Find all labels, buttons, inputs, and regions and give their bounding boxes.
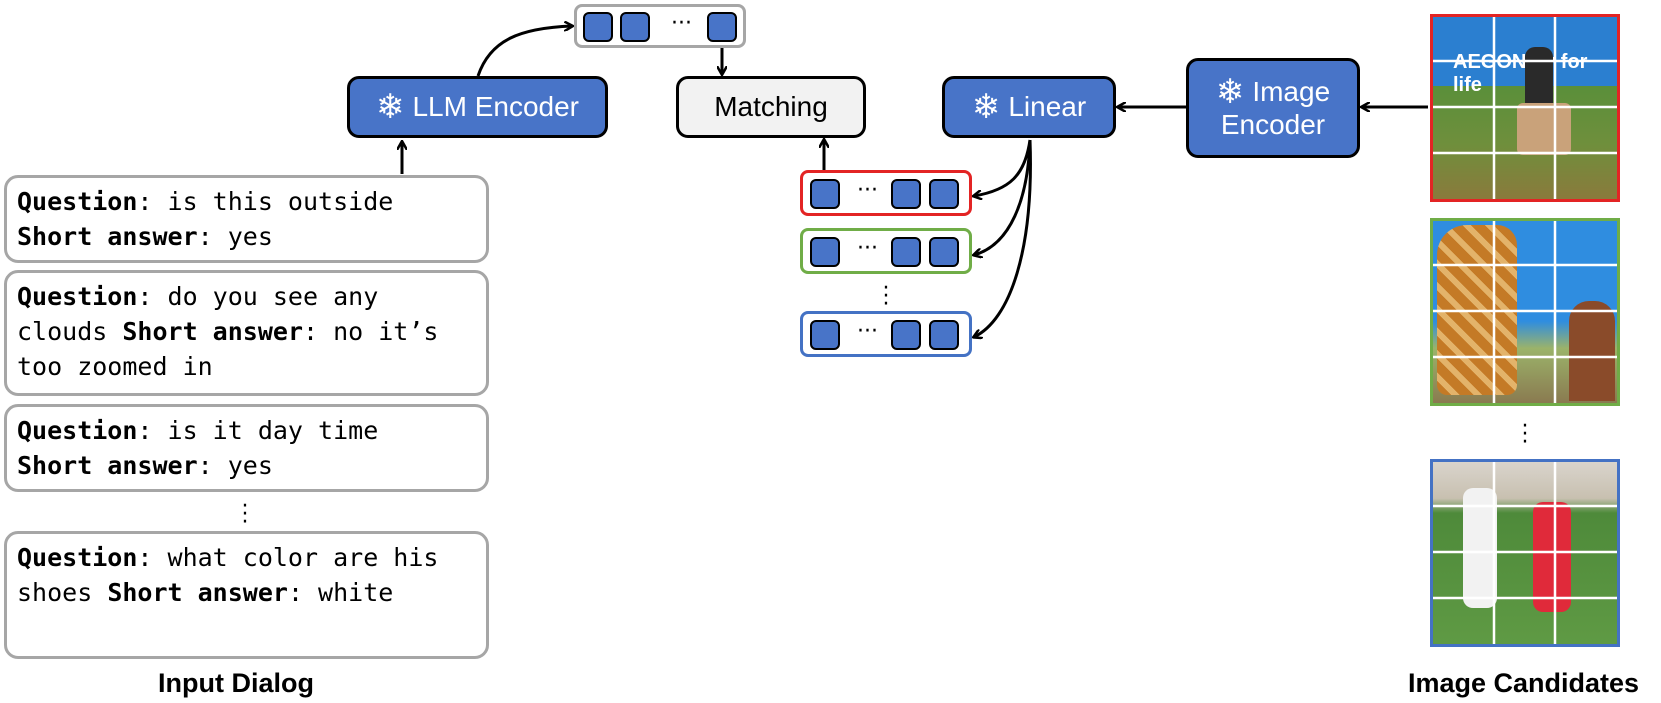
candidate-image-giraffe[interactable] bbox=[1430, 218, 1620, 406]
answer-label: Short answer bbox=[17, 222, 198, 251]
dialog-turn-2: Question: do you see any clouds Short an… bbox=[4, 270, 489, 396]
token bbox=[929, 179, 959, 209]
linear-label: Linear bbox=[1008, 91, 1087, 122]
arrow-linear-to-red-row bbox=[974, 139, 1032, 196]
matching-label: Matching bbox=[714, 91, 828, 122]
arrow-llm-to-tokens bbox=[476, 26, 572, 77]
token bbox=[891, 179, 921, 209]
question-text: : is it day time bbox=[137, 416, 379, 445]
dialog-turn-1: Question: is this outside Short answer: … bbox=[4, 175, 489, 263]
token bbox=[810, 320, 840, 350]
question-label: Question bbox=[17, 187, 138, 216]
tennis-player-legs bbox=[1517, 103, 1571, 155]
dialog-turn-3: Question: is it day time Short answer: y… bbox=[4, 404, 489, 492]
vertical-ellipsis: ··· bbox=[882, 276, 890, 317]
question-label: Question bbox=[17, 543, 138, 572]
image-encoder-block: ❄ Image Encoder bbox=[1186, 58, 1360, 158]
image-encoder-label-line1: Image bbox=[1252, 76, 1331, 107]
snowflake-icon: ❄ bbox=[375, 88, 405, 126]
llm-encoder-block: ❄ LLM Encoder bbox=[347, 76, 608, 138]
candidate-image-tennis[interactable]: AEGON dy for life bbox=[1430, 14, 1620, 202]
ellipsis: ··· bbox=[857, 178, 878, 203]
answer-label: Short answer bbox=[122, 317, 303, 346]
answer-text: : yes bbox=[197, 222, 273, 251]
ellipsis: ··· bbox=[857, 319, 878, 344]
token bbox=[620, 12, 650, 42]
arrow-linear-to-blue-row bbox=[974, 139, 1032, 337]
image-token-row-blue: ··· bbox=[800, 311, 972, 357]
matching-block: Matching bbox=[676, 76, 866, 138]
answer-label: Short answer bbox=[17, 451, 198, 480]
linear-block: ❄ Linear bbox=[942, 76, 1116, 138]
input-dialog-caption: Input Dialog bbox=[158, 668, 314, 698]
image-token-row-green: ··· bbox=[800, 228, 972, 274]
vertical-ellipsis: ··· bbox=[1521, 414, 1529, 455]
answer-text: : no it’s too zoomed in bbox=[17, 317, 439, 381]
patch-grid bbox=[1433, 221, 1617, 403]
question-text: : what color are his shoes bbox=[17, 543, 439, 607]
token bbox=[583, 12, 613, 42]
snowflake-icon: ❄ bbox=[1215, 73, 1245, 111]
snowflake-icon: ❄ bbox=[971, 88, 1001, 126]
text-token-row: ··· bbox=[574, 4, 746, 48]
vertical-ellipsis: ··· bbox=[241, 494, 249, 535]
llm-encoder-label: LLM Encoder bbox=[412, 91, 580, 122]
soccer-player-white bbox=[1463, 488, 1497, 608]
image-candidates-caption: Image Candidates bbox=[1408, 668, 1640, 698]
person-shape bbox=[1569, 301, 1615, 401]
answer-label: Short answer bbox=[107, 578, 288, 607]
token bbox=[891, 237, 921, 267]
arrow-linear-to-green-row bbox=[974, 139, 1032, 255]
question-text: : is this outside bbox=[137, 187, 394, 216]
token bbox=[891, 320, 921, 350]
image-token-row-red: ··· bbox=[800, 170, 972, 216]
question-label: Question bbox=[17, 282, 138, 311]
dialog-turn-last: Question: what color are his shoes Short… bbox=[4, 531, 489, 659]
patch-grid bbox=[1433, 462, 1617, 644]
token bbox=[929, 237, 959, 267]
token bbox=[707, 12, 737, 42]
question-label: Question bbox=[17, 416, 138, 445]
ellipsis: ··· bbox=[857, 236, 878, 261]
image-encoder-label-line2: Encoder bbox=[1220, 109, 1326, 140]
question-text: : do you see any clouds bbox=[17, 282, 379, 346]
token bbox=[810, 237, 840, 267]
patch-grid bbox=[1433, 17, 1617, 199]
soccer-player-red bbox=[1533, 502, 1571, 612]
candidate-image-soccer[interactable] bbox=[1430, 459, 1620, 647]
token bbox=[929, 320, 959, 350]
token bbox=[810, 179, 840, 209]
answer-text: : yes bbox=[197, 451, 273, 480]
tennis-player-shape bbox=[1525, 47, 1553, 107]
ellipsis: ··· bbox=[671, 11, 692, 36]
answer-text: : white bbox=[287, 578, 394, 607]
